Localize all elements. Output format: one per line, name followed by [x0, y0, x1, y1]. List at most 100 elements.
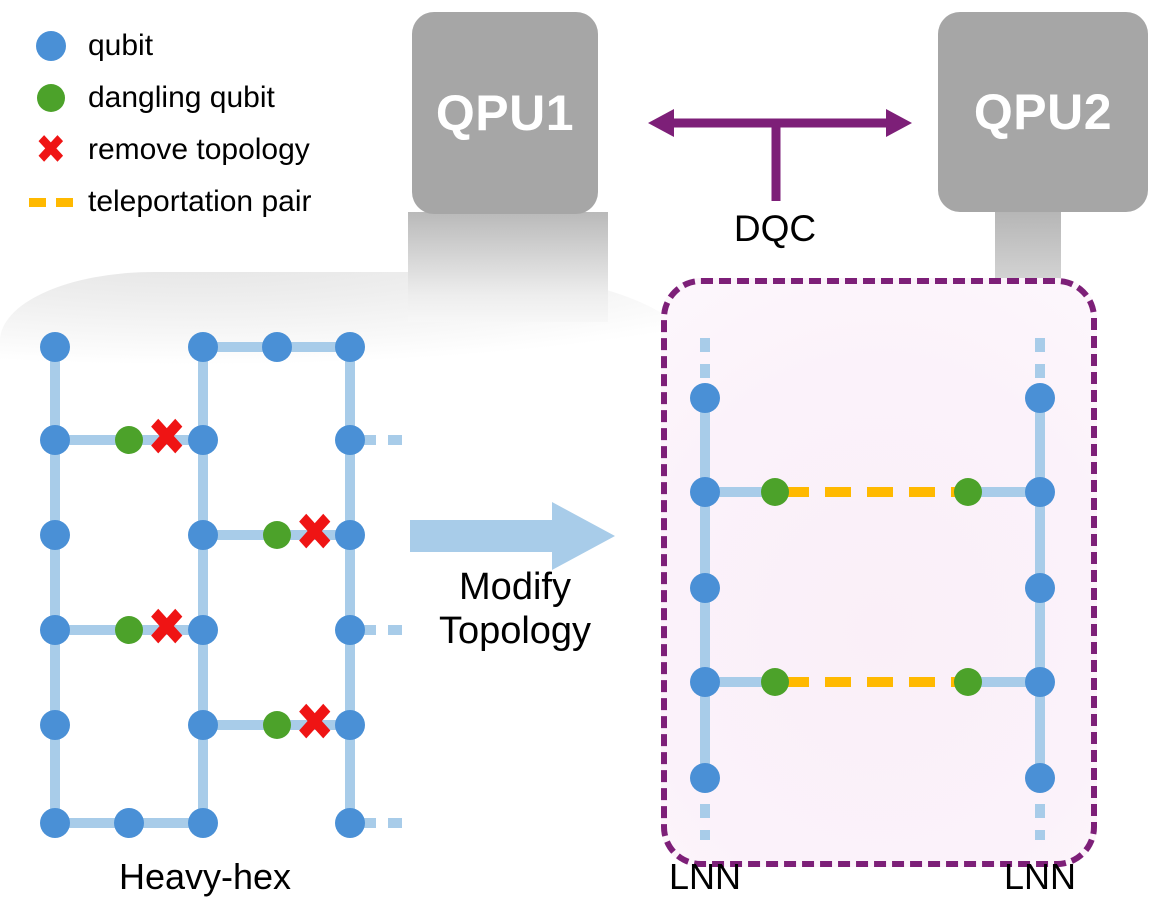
hex-continuation-dots [362, 435, 404, 445]
qubit-node[interactable] [335, 520, 365, 550]
hex-edge-v [345, 535, 355, 630]
lnn-continuation-dots [1035, 778, 1045, 840]
legend-item-teleportation-pair: teleportation pair [14, 176, 414, 228]
hex-edge-v [198, 535, 208, 630]
heavy-hex-graph: ✖ ✖ ✖ ✖ [0, 0, 404, 919]
dangling-qubit-node[interactable] [954, 668, 982, 696]
qubit-node[interactable] [40, 425, 70, 455]
remove-topology-icon[interactable]: ✖ [295, 693, 335, 753]
hex-edge-v [345, 347, 355, 440]
qubit-node[interactable] [188, 710, 218, 740]
qpu2-box[interactable]: QPU2 [938, 12, 1148, 212]
remove-topology-icon[interactable]: ✖ [295, 503, 335, 563]
dangling-qubit-node[interactable] [761, 478, 789, 506]
legend-item-qubit: qubit [14, 20, 414, 72]
qubit-node[interactable] [40, 332, 70, 362]
legend-label-dangling-qubit: dangling qubit [88, 81, 275, 114]
legend-item-remove-topology: ✖ remove topology [14, 124, 414, 176]
qubit-node[interactable] [40, 808, 70, 838]
qubit-node[interactable] [1025, 763, 1055, 793]
dangling-qubit-node[interactable] [954, 478, 982, 506]
lnn-edge-h [705, 677, 777, 687]
qubit-node[interactable] [690, 573, 720, 603]
lnn-dashed-region [661, 278, 1097, 867]
qubit-node[interactable] [1025, 667, 1055, 697]
dangling-qubit-node[interactable] [115, 616, 143, 644]
lnn-edge-v [1035, 588, 1045, 682]
teleportation-pair-link[interactable] [783, 677, 963, 687]
lnn-edge-v [1035, 492, 1045, 588]
teleportation-pair-link[interactable] [783, 487, 963, 497]
qubit-node[interactable] [1025, 573, 1055, 603]
qubit-node[interactable] [40, 615, 70, 645]
dangling-qubit-node[interactable] [263, 521, 291, 549]
hex-edge-v [50, 347, 60, 440]
modify-topology-line2: Topology [438, 610, 592, 653]
legend: qubit dangling qubit ✖ remove topology t… [14, 20, 414, 228]
legend-label-qubit: qubit [88, 29, 154, 62]
qpu1-box[interactable]: QPU1 [412, 12, 598, 214]
qubit-node[interactable] [1025, 383, 1055, 413]
lnn-edge-v [700, 398, 710, 492]
dangling-qubit-node[interactable] [115, 426, 143, 454]
dangling-qubit-node[interactable] [761, 668, 789, 696]
qubit-node[interactable] [335, 710, 365, 740]
lnn-caption-right: LNN [1003, 856, 1077, 897]
hex-edge-v [50, 725, 60, 823]
red-x-icon: ✖ [35, 127, 67, 173]
qubit-node[interactable] [335, 332, 365, 362]
modify-topology-line1: Modify [459, 566, 571, 608]
hex-edge-v [198, 440, 208, 535]
qubit-node[interactable] [40, 710, 70, 740]
lnn-edge-h [966, 677, 1040, 687]
qubit-node[interactable] [188, 520, 218, 550]
hex-edge-v [50, 630, 60, 725]
hex-edge-v [198, 347, 208, 440]
qubit-node[interactable] [1025, 477, 1055, 507]
hex-edge-v [198, 630, 208, 725]
lnn-edge-h [705, 487, 777, 497]
lnn-continuation-dots [700, 778, 710, 840]
qubit-node[interactable] [188, 425, 218, 455]
lnn-edge-v [1035, 682, 1045, 778]
qubit-node[interactable] [40, 520, 70, 550]
qubit-node[interactable] [335, 425, 365, 455]
remove-topology-icon[interactable]: ✖ [147, 598, 187, 658]
blue-circle-icon [14, 31, 88, 61]
hex-edge-v [50, 535, 60, 630]
orange-dashed-line-icon [14, 197, 88, 207]
dangling-qubit-node[interactable] [263, 711, 291, 739]
hex-edge-v [50, 440, 60, 535]
legend-item-dangling-qubit: dangling qubit [14, 72, 414, 124]
qubit-node[interactable] [188, 332, 218, 362]
qubit-node[interactable] [262, 332, 292, 362]
lnn-edge-v [1035, 398, 1045, 492]
qubit-node[interactable] [335, 808, 365, 838]
hex-continuation-dots [362, 818, 404, 828]
lnn-continuation-dots [700, 338, 710, 398]
qubit-node[interactable] [188, 808, 218, 838]
heavy-hex-caption: Heavy-hex [118, 856, 292, 897]
green-circle-icon [14, 84, 88, 112]
legend-label-teleportation-pair: teleportation pair [88, 185, 312, 218]
legend-label-remove-topology: remove topology [88, 133, 310, 166]
lnn-continuation-dots [1035, 338, 1045, 398]
qubit-node[interactable] [690, 383, 720, 413]
remove-topology-icon[interactable]: ✖ [147, 408, 187, 468]
qubit-node[interactable] [188, 615, 218, 645]
lnn-caption-left: LNN [668, 856, 742, 897]
qubit-node[interactable] [690, 667, 720, 697]
lnn-edge-v [700, 682, 710, 778]
lnn-edge-h [966, 487, 1040, 497]
qpu2-label: QPU2 [973, 84, 1113, 140]
dqc-label: DQC [733, 208, 817, 249]
right-block-arrow-icon [410, 502, 615, 570]
qubit-node[interactable] [114, 808, 144, 838]
qubit-node[interactable] [690, 763, 720, 793]
qubit-node[interactable] [690, 477, 720, 507]
hex-edge-v [345, 725, 355, 823]
hex-continuation-dots [362, 625, 404, 635]
qubit-node[interactable] [335, 615, 365, 645]
hex-edge-v [345, 630, 355, 725]
